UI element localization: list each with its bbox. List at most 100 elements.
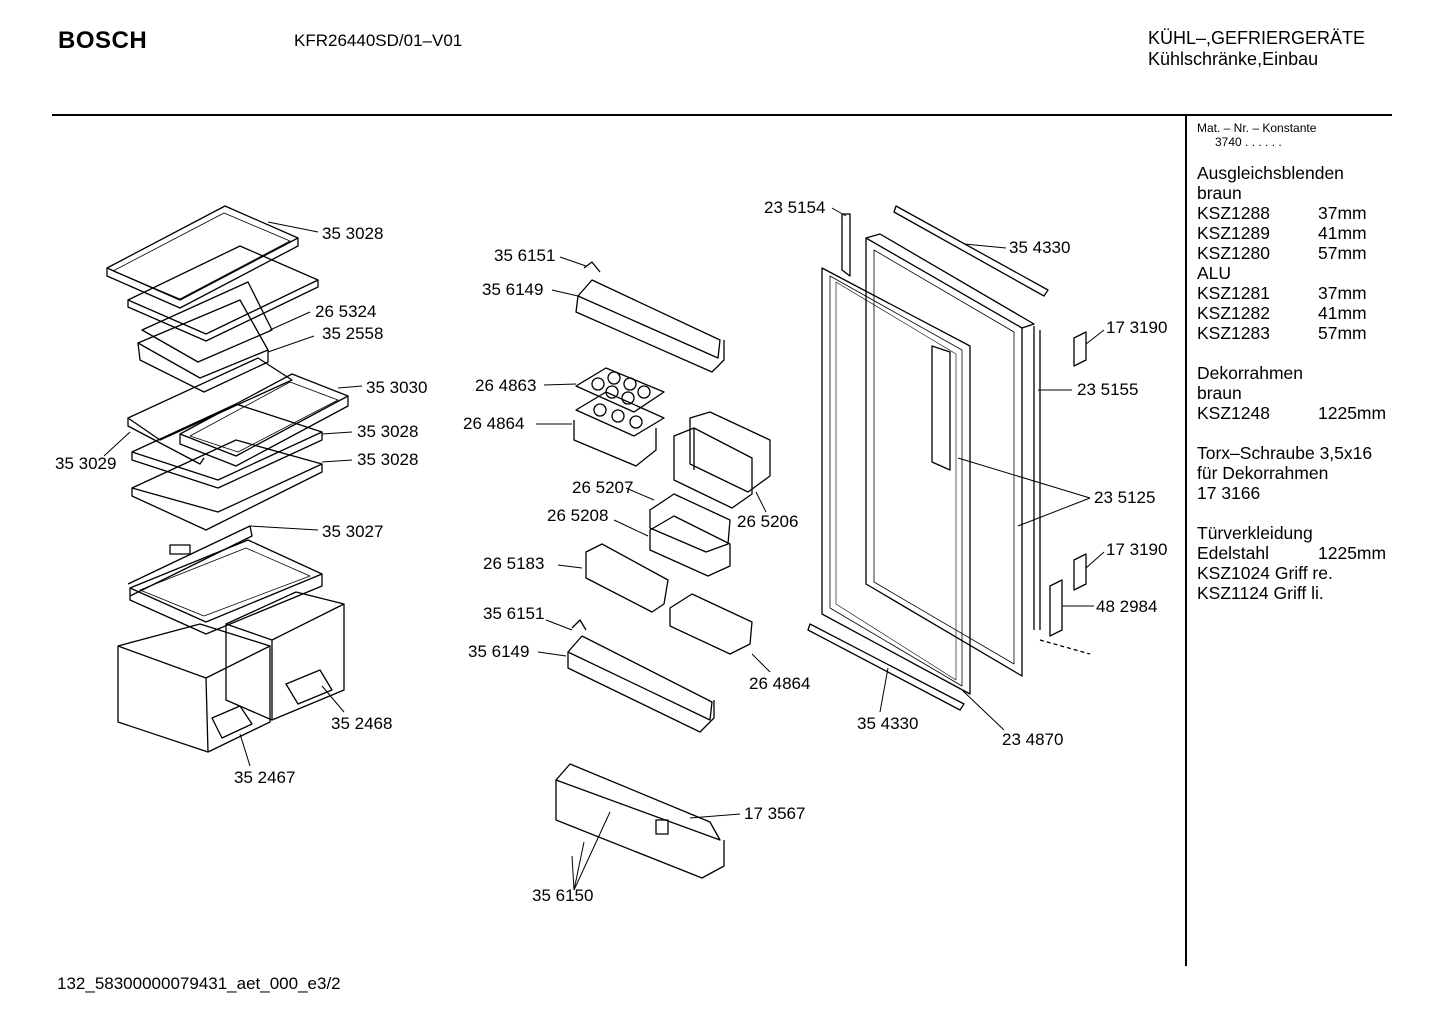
- door-bin-356149-low: [567, 619, 715, 733]
- accessory-line: Edelstahl 1225mm: [1197, 543, 1437, 563]
- door-bin-264864-low: [669, 593, 753, 655]
- accessory-line: Dekorrahmen: [1197, 363, 1437, 383]
- cover-173190-top: [1073, 331, 1087, 367]
- part-label: 17 3190: [1106, 318, 1168, 337]
- door-bin-265207: [649, 493, 731, 553]
- accessory-line: Türverkleidung: [1197, 523, 1437, 543]
- glass-shelf-353028-top: [106, 205, 299, 309]
- part-label: 35 3027: [322, 522, 384, 541]
- part-label: 23 5154: [764, 198, 826, 217]
- rail-235155: [1033, 326, 1041, 630]
- accessory-name: 17 3166: [1197, 483, 1261, 503]
- door-frame: [865, 233, 1035, 677]
- side-divider: [1185, 114, 1187, 966]
- header-divider: [52, 114, 1392, 116]
- crisper-drawer-352468: [225, 591, 345, 721]
- egg-tray-264863: [575, 367, 665, 413]
- accessory-name: KSZ1289: [1197, 223, 1270, 243]
- accessory-line: braun: [1197, 183, 1437, 203]
- door-bin-356150: [555, 763, 725, 879]
- mat-nr-header: Mat. – Nr. – Konstante: [1197, 121, 1317, 135]
- accessory-size: 1225mm: [1318, 543, 1387, 563]
- accessory-list: Mat. – Nr. – Konstante 3740 . . . . . . …: [1197, 121, 1437, 603]
- shelf-353029-353030: [127, 357, 349, 467]
- part-label: 35 3028: [357, 422, 419, 441]
- accessory-name: KSZ1024 Griff re.: [1197, 563, 1333, 583]
- accessory-size: 37mm: [1318, 203, 1367, 223]
- part-label: 26 4863: [475, 376, 537, 395]
- door-bin-356149-top: [575, 261, 725, 373]
- accessory-name: KSZ1248: [1197, 403, 1270, 423]
- door-bin-265208: [649, 515, 731, 577]
- part-label: 26 5324: [315, 302, 377, 321]
- part-label: 23 5155: [1077, 380, 1139, 399]
- leader-lines-left: [103, 221, 363, 767]
- part-label: 35 6151: [483, 604, 545, 623]
- accessory-size: 41mm: [1318, 223, 1367, 243]
- accessory-name: für Dekorrahmen: [1197, 463, 1329, 483]
- door-bin-265183: [585, 543, 669, 613]
- accessory-line: KSZ1280 57mm: [1197, 243, 1437, 263]
- hinge-482984: [1039, 579, 1091, 655]
- category-subtitle: Kühlschränke,Einbau: [1148, 49, 1319, 69]
- part-label: 35 3029: [55, 454, 117, 473]
- footer-code: 132_58300000079431_aet_000_е3/2: [57, 974, 341, 993]
- hinge-rail-354330-top: [893, 205, 1049, 297]
- bottle-box-265206: [673, 411, 771, 509]
- category-title: KÜHL–,GEFRIERGERÄTE: [1148, 28, 1366, 48]
- part-label: 26 5206: [737, 512, 799, 531]
- glass-shelf-265324: [127, 245, 319, 342]
- crisper-cover-353027: [127, 525, 323, 635]
- leader-lines-right: [831, 207, 1105, 731]
- accessory-name: KSZ1281: [1197, 283, 1270, 303]
- accessory-line: KSZ1024 Griff re.: [1197, 563, 1437, 583]
- accessory-name: Edelstahl: [1197, 543, 1269, 563]
- part-label: 35 2468: [331, 714, 393, 733]
- part-label: 48 2984: [1096, 597, 1158, 616]
- accessory-name: KSZ1280: [1197, 243, 1270, 263]
- model-number: KFR26440SD/01–V01: [294, 31, 463, 50]
- part-label: 35 3030: [366, 378, 428, 397]
- accessory-name: braun: [1197, 183, 1242, 203]
- accessory-line: KSZ1288 37mm: [1197, 203, 1437, 223]
- accessory-size: 57mm: [1318, 323, 1367, 343]
- door-seal-234870: [821, 267, 971, 695]
- part-label: 35 6149: [468, 642, 530, 661]
- accessory-name: Dekorrahmen: [1197, 363, 1304, 383]
- accessory-line: KSZ1124 Griff li.: [1197, 583, 1437, 603]
- accessory-line: KSZ1289 41mm: [1197, 223, 1437, 243]
- accessory-line: für Dekorrahmen: [1197, 463, 1437, 483]
- part-label: 26 5183: [483, 554, 545, 573]
- accessory-name: KSZ1282: [1197, 303, 1270, 323]
- accessory-name: KSZ1283: [1197, 323, 1270, 343]
- accessory-size: 57mm: [1318, 243, 1367, 263]
- accessory-name: Torx–Schraube 3,5x16: [1197, 443, 1373, 463]
- brand-logo: BOSCH: [58, 27, 148, 54]
- part-label: 17 3567: [744, 804, 806, 823]
- rail-235154: [841, 213, 851, 277]
- part-label: 23 4870: [1002, 730, 1064, 749]
- accessory-line: KSZ1283 57mm: [1197, 323, 1437, 343]
- crisper-drawer-352467: [117, 623, 271, 753]
- part-label: 35 3028: [357, 450, 419, 469]
- cover-173190-low: [1073, 553, 1087, 591]
- part-label: 35 4330: [1009, 238, 1071, 257]
- part-label: 26 4864: [749, 674, 811, 693]
- accessory-name: braun: [1197, 383, 1242, 403]
- accessory-line: Torx–Schraube 3,5x16: [1197, 443, 1437, 463]
- accessory-line: 17 3166: [1197, 483, 1437, 503]
- tray-352558: [137, 281, 273, 393]
- part-label: 26 5208: [547, 506, 609, 525]
- part-label: 35 3028: [322, 224, 384, 243]
- accessory-name: Türverkleidung: [1197, 523, 1313, 543]
- part-label: 26 5207: [572, 478, 634, 497]
- part-label: 35 6150: [532, 886, 594, 905]
- mat-nr-value: 3740 . . . . . .: [1215, 135, 1282, 149]
- part-label: 35 4330: [857, 714, 919, 733]
- accessory-name: KSZ1288: [1197, 203, 1270, 223]
- egg-tray-264864: [573, 391, 665, 467]
- accessory-name: ALU: [1197, 263, 1232, 283]
